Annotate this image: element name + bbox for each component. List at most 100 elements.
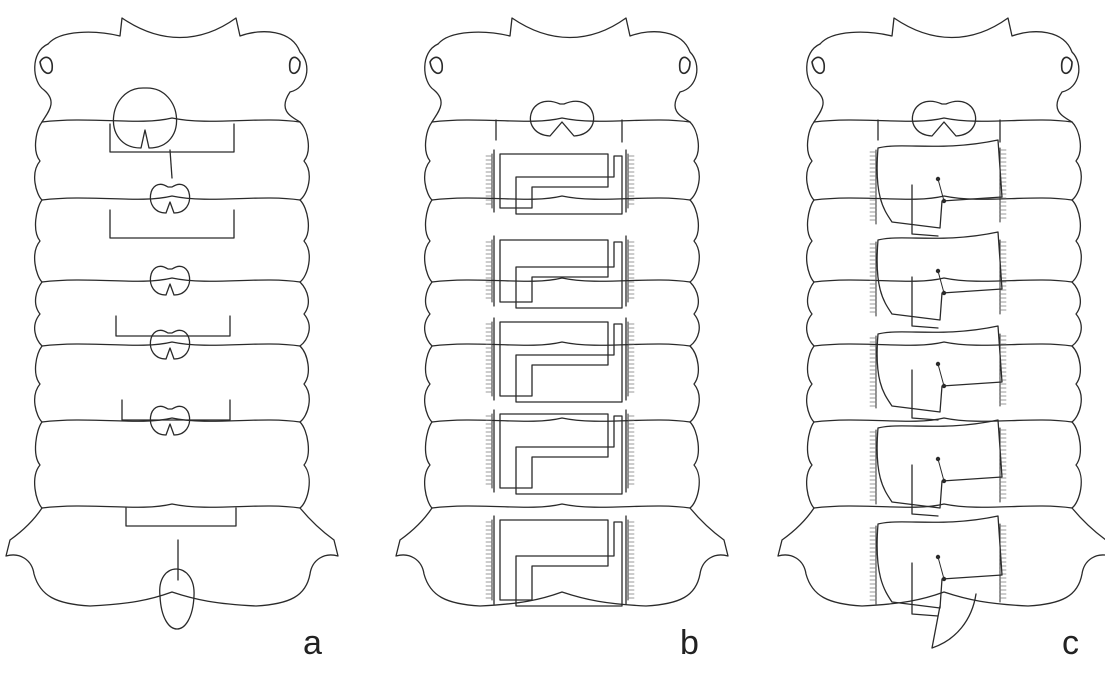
panel-b-spine — [396, 18, 728, 606]
right-ear-shape — [1062, 57, 1072, 73]
c2-top-outline — [48, 18, 307, 122]
suture-knot-bottom-4 — [942, 291, 946, 295]
left-lateral-mass-7 — [807, 422, 814, 508]
right-lateral-mass-6 — [1072, 346, 1081, 422]
suture-knot-top-7 — [936, 555, 940, 559]
suture-knot-top-4 — [936, 269, 940, 273]
lamina-plate-3 — [110, 124, 234, 152]
left-lateral-mass-7 — [35, 422, 42, 508]
suture-6 — [938, 459, 944, 481]
left-lateral-mass-3 — [807, 122, 814, 200]
hatch-left-3 — [486, 154, 492, 208]
right-lateral-mass-6 — [690, 346, 699, 422]
c2-left-outline — [425, 44, 441, 122]
hatch-right-3 — [628, 154, 634, 208]
t1-outline — [6, 508, 338, 606]
suture-4 — [938, 271, 944, 293]
right-lateral-mass-4 — [1072, 200, 1081, 282]
level-line-4 — [432, 278, 690, 282]
level-line-4 — [814, 278, 1072, 282]
level-line-7 — [42, 504, 300, 508]
hatch-left-6 — [870, 430, 876, 504]
lamina-plate-7 — [126, 508, 236, 526]
c2-left-outline — [35, 44, 51, 122]
door-hinge-line-4 — [912, 277, 938, 328]
suture-knot-bottom-6 — [942, 479, 946, 483]
door-hinge-line-7 — [912, 563, 938, 616]
left-lateral-mass-6 — [807, 346, 814, 422]
level-line-6 — [814, 418, 1072, 422]
lamina-cut-edges-5 — [494, 318, 626, 400]
left-lateral-mass-7 — [425, 422, 432, 508]
left-lateral-mass-4 — [807, 200, 814, 282]
level-line-7 — [814, 504, 1072, 508]
right-lateral-mass-5 — [300, 282, 309, 346]
t1-spinous-process — [160, 569, 194, 629]
lamina-plate-6 — [122, 400, 230, 420]
level-line-7 — [432, 504, 690, 508]
hatch-right-7 — [628, 520, 634, 600]
hatch-left-6 — [486, 414, 492, 488]
level-line-2 — [42, 118, 300, 122]
right-lateral-mass-3 — [1072, 122, 1081, 200]
suture-knot-top-3 — [936, 177, 940, 181]
right-lateral-mass-7 — [690, 422, 699, 508]
left-ear-shape — [812, 57, 824, 73]
left-ear-shape — [430, 57, 442, 73]
right-lateral-mass-4 — [690, 200, 699, 282]
suture-knot-top-6 — [936, 457, 940, 461]
door-hinge-line-5 — [912, 370, 938, 420]
level-line-3 — [42, 196, 300, 200]
left-lateral-mass-4 — [425, 200, 432, 282]
hatch-right-6 — [628, 414, 634, 488]
suture-7 — [938, 557, 944, 579]
level-line-3 — [432, 196, 690, 200]
level-line-6 — [432, 418, 690, 422]
right-lateral-mass-7 — [1072, 422, 1081, 508]
spinous-process-2 — [113, 88, 176, 148]
panel-label-b: b — [680, 626, 699, 660]
suture-knot-bottom-5 — [942, 384, 946, 388]
c2-lamina-edges — [878, 120, 1000, 142]
level-line-2 — [432, 118, 690, 122]
panel-label-c: c — [1062, 626, 1079, 660]
left-ear-shape — [40, 57, 52, 73]
hatch-right-4 — [628, 240, 634, 302]
level-line-5 — [42, 342, 300, 346]
hatch-left-3 — [870, 150, 876, 224]
right-lateral-mass-7 — [300, 422, 309, 508]
level-line-5 — [432, 342, 690, 346]
level-line-2 — [814, 118, 1072, 122]
c2-lamina-edges — [496, 120, 622, 142]
hatch-left-5 — [486, 322, 492, 396]
lamina-cut-edges-6 — [494, 410, 626, 492]
right-lateral-mass-5 — [1072, 282, 1081, 346]
hatch-left-4 — [486, 240, 492, 302]
right-lateral-mass-5 — [690, 282, 699, 346]
level-line-5 — [814, 342, 1072, 346]
c2-top-outline — [820, 18, 1079, 122]
hatch-left-7 — [870, 526, 876, 604]
c2-top-outline — [438, 18, 697, 122]
lamina-plate-4 — [110, 210, 234, 238]
lamina-cut-edges-7 — [494, 516, 626, 604]
suture-knot-top-5 — [936, 362, 940, 366]
left-lateral-mass-6 — [35, 346, 42, 422]
panel-c-spine — [778, 18, 1105, 648]
right-lateral-mass-3 — [690, 122, 699, 200]
level-line-4 — [42, 278, 300, 282]
left-lateral-mass-5 — [807, 282, 814, 346]
door-hinge-line-6 — [912, 465, 938, 516]
panel-a-spine — [6, 18, 338, 629]
door-hinge-line-3 — [912, 185, 938, 236]
right-ear-shape — [680, 57, 690, 73]
bottom-flap — [932, 594, 976, 648]
midline-crest-1 — [170, 150, 172, 178]
panel-label-a: a — [303, 626, 322, 660]
suture-5 — [938, 364, 944, 386]
right-lateral-mass-6 — [300, 346, 309, 422]
left-lateral-mass-5 — [425, 282, 432, 346]
right-lateral-mass-3 — [300, 122, 309, 200]
